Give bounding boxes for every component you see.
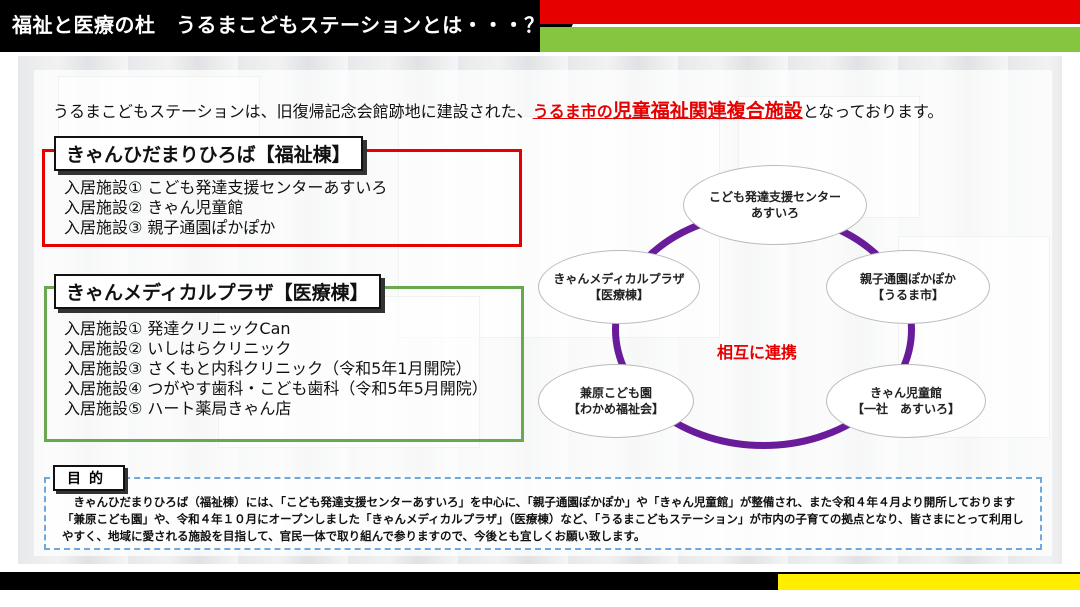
list-item: 入居施設③ さくもと内科クリニック（令和5年1月開院） — [64, 359, 472, 378]
node-sublabel: 【一社 あすいろ】 — [851, 402, 960, 416]
node-asuiro: こども発達支援センター あすいろ — [683, 165, 867, 245]
list-item: 入居施設③ 親子通園ぽかぽか — [64, 218, 276, 237]
footer-stripe-yellow — [778, 574, 1080, 590]
node-kodomoen: 兼原こども園 【わかめ福祉会】 — [538, 364, 694, 438]
header-stripe-green — [540, 27, 1080, 52]
node-sublabel: 【医療棟】 — [588, 288, 649, 302]
intro-highlight-big: 児童福祉関連複合施設 — [612, 100, 803, 122]
list-item: 入居施設④ つがやす歯科・こども歯科（令和5年5月開院） — [64, 379, 488, 398]
medical-building-title: きゃんメディカルプラザ【医療棟】 — [54, 274, 381, 309]
node-medical-plaza: きゃんメディカルプラザ 【医療棟】 — [538, 250, 700, 324]
page-title: 福祉と医療の杜 うるまこどもステーションとは・・・？ — [12, 13, 545, 37]
node-label: 親子通園ぽかぽか — [859, 272, 956, 286]
node-sublabel: あすいろ — [750, 206, 799, 220]
node-pokapoka: 親子通園ぽかぽか 【うるま市】 — [826, 250, 990, 324]
purpose-box — [44, 477, 1042, 550]
cooperation-label: 相互に連携 — [717, 343, 798, 362]
intro-highlight: うるま市の児童福祉関連複合施設 — [532, 100, 803, 122]
list-item: 入居施設① 発達クリニックCan — [64, 319, 291, 338]
intro-highlight-small: うるま市の — [532, 102, 613, 121]
welfare-facility-list: 入居施設① こども発達支援センターあすいろ 入居施設② きゃん児童館 入居施設③… — [64, 178, 387, 238]
purpose-text: きゃんひだまりひろば（福祉棟）には、「こども発達支援センターあすいろ」を中心に、… — [62, 495, 1024, 543]
node-label: きゃんメディカルプラザ — [553, 272, 685, 286]
list-item: 入居施設② きゃん児童館 — [64, 198, 244, 217]
node-label: 兼原こども園 — [579, 386, 652, 400]
node-sublabel: 【うるま市】 — [871, 288, 944, 302]
welfare-building-title: きゃんひだまりひろば【福祉棟】 — [54, 136, 363, 171]
list-item: 入居施設② いしはらクリニック — [64, 339, 292, 358]
list-item: 入居施設⑤ ハート薬局きゃん店 — [64, 399, 292, 418]
list-item: 入居施設① こども発達支援センターあすいろ — [64, 178, 388, 197]
intro-text: うるまこどもステーションは、旧復帰記念会館跡地に建設された、うるま市の児童福祉関… — [53, 96, 943, 123]
node-label: きゃん児童館 — [869, 386, 942, 400]
node-sublabel: 【わかめ福祉会】 — [567, 402, 664, 416]
purpose-label: 目的 — [53, 465, 125, 491]
intro-before: うるまこどもステーションは、旧復帰記念会館跡地に建設された、 — [53, 102, 533, 121]
medical-facility-list: 入居施設① 発達クリニックCan 入居施設② いしはらクリニック 入居施設③ さ… — [64, 319, 488, 419]
node-label: こども発達支援センター — [708, 190, 841, 204]
intro-after: となっております。 — [802, 102, 944, 121]
header-stripe-red — [540, 0, 1080, 24]
node-jidokan: きゃん児童館 【一社 あすいろ】 — [826, 364, 986, 438]
